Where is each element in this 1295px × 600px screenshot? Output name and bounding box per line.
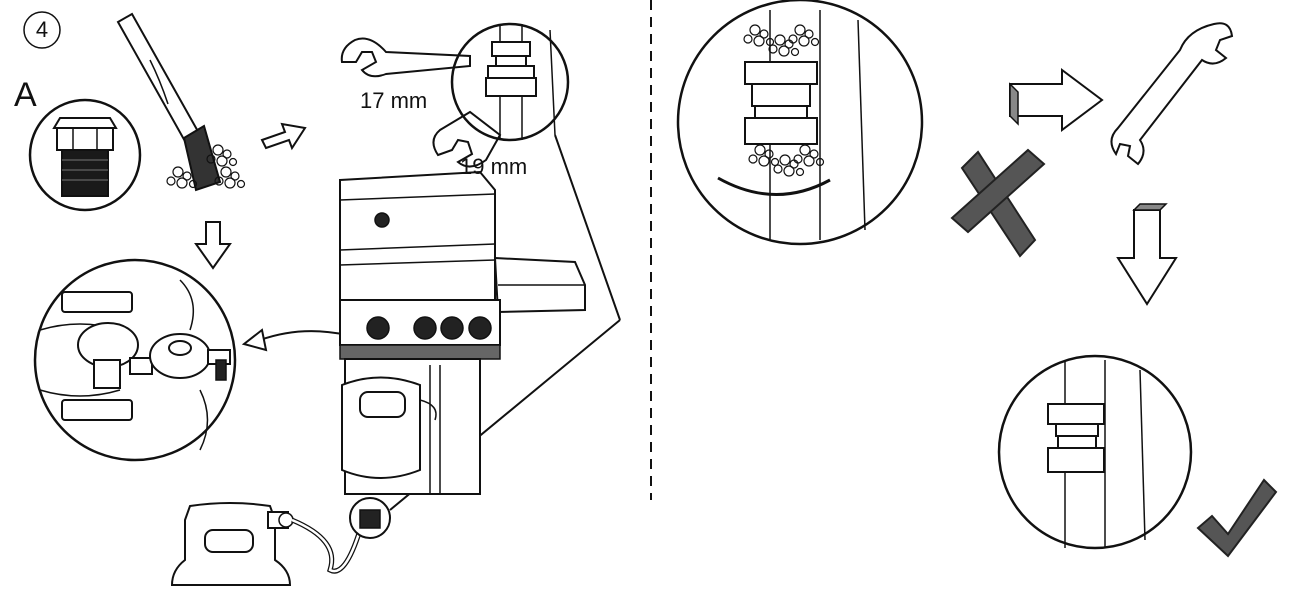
fixed-detail-circle [997,354,1193,550]
outline-arrow-icon [1116,203,1178,306]
wrench-size-large: 19 mm [460,154,528,179]
outline-arrow-icon [260,122,307,151]
nut-detail-circle [450,22,570,142]
detail-label: A [14,76,37,114]
leader-line [554,134,621,321]
wrench-icon [432,110,502,168]
cross-mark-icon [950,148,1046,258]
check-mark-icon [1196,478,1278,558]
step-number: 4 [35,17,49,42]
outline-arrow-icon [1009,68,1104,132]
step-number-badge [23,11,61,49]
regulator-detail [33,258,237,462]
grill-illustration [339,170,586,495]
gas-cylinder [170,497,391,586]
wrench-icon [340,37,471,78]
wrench-size-small: 17 mm [360,88,428,113]
wrench-icon [1110,22,1234,166]
leak-detail-circle [676,0,924,246]
brush-icon [116,12,246,192]
outline-arrow-icon [194,221,232,270]
detail-a-fitting [28,98,142,212]
